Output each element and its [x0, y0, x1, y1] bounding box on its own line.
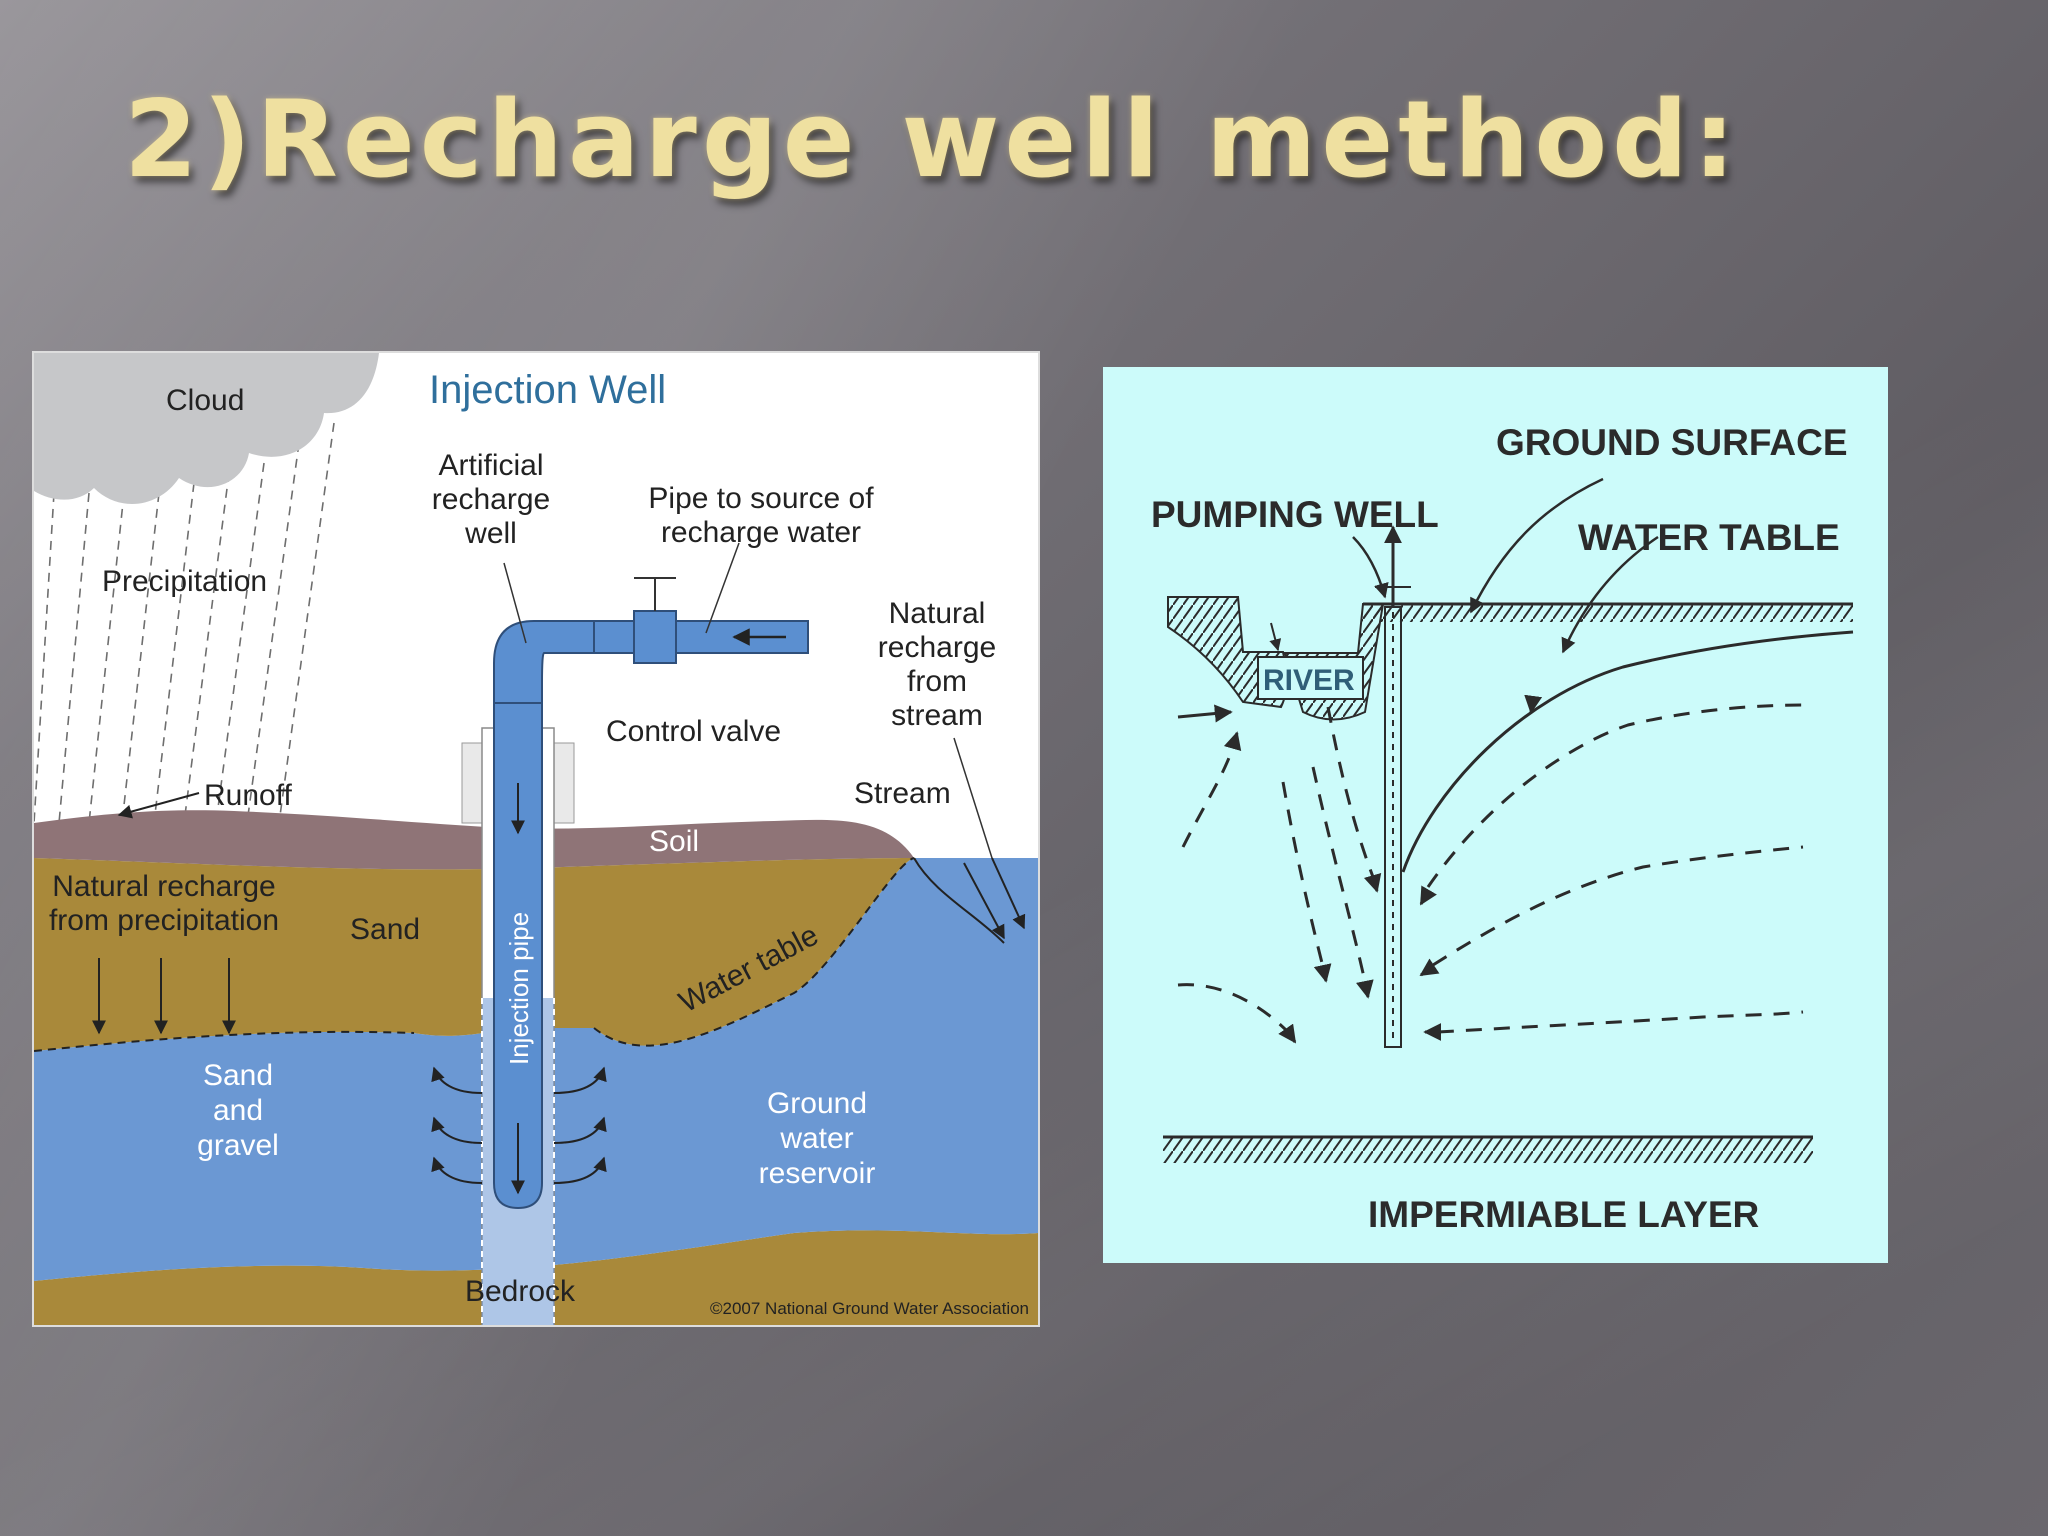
flow-arrowheads — [1177, 694, 1543, 1044]
pumping-well — [1375, 525, 1411, 1048]
injection-well-svg: Injection Well Cloud Precipitation Runof… — [34, 353, 1038, 1325]
label-natural-stream-2: recharge — [878, 631, 996, 664]
copyright-note: ©2007 National Ground Water Association — [710, 1299, 1029, 1318]
diagram-title: Injection Well — [429, 368, 666, 412]
label-sand: Sand — [350, 913, 420, 946]
runoff-arrow — [117, 792, 200, 819]
outflow-arrows — [431, 1066, 607, 1184]
label-pipe-source-1: Pipe to source of — [648, 482, 874, 515]
impermeable-layer — [1163, 1135, 1813, 1163]
water-table-curve — [1401, 630, 1854, 873]
flow-lines — [1177, 703, 1804, 1034]
label-natural-stream-4: stream — [891, 699, 983, 732]
label-natural-stream-1: Natural — [889, 597, 986, 630]
river — [1257, 622, 1364, 700]
soil-layer — [34, 810, 914, 870]
cloud-shape — [34, 353, 379, 505]
label-injection-pipe: Injection pipe — [504, 912, 534, 1065]
label-water-table: WATER TABLE — [1578, 517, 1840, 558]
label-sand-gravel-2: and — [213, 1094, 263, 1127]
label-sand-gravel-1: Sand — [203, 1059, 273, 1092]
pumping-well-diagram: RIVER — [1103, 367, 1888, 1263]
label-ground-water-3: reservoir — [759, 1157, 876, 1190]
leader-lines — [503, 542, 993, 859]
label-leaders — [1352, 477, 1659, 654]
stream-arrows — [913, 857, 1026, 944]
label-natural-precip-1: Natural recharge — [52, 870, 275, 903]
water-table-line — [34, 857, 915, 1052]
label-pipe-source-2: recharge water — [661, 516, 861, 549]
injection-well-diagram: Injection Well Cloud Precipitation Runof… — [32, 351, 1040, 1327]
label-pumping-well: PUMPING WELL — [1151, 494, 1439, 535]
label-impermeable-layer: IMPERMIABLE LAYER — [1368, 1194, 1759, 1235]
label-precipitation: Precipitation — [102, 565, 267, 598]
pumping-well-svg: RIVER — [1151, 422, 1854, 1235]
sand-layer — [34, 858, 914, 1051]
rain-lines — [34, 422, 335, 824]
label-natural-stream-3: from — [907, 665, 967, 698]
label-artificial-2: recharge — [432, 483, 550, 516]
label-river: RIVER — [1263, 664, 1355, 697]
label-cloud: Cloud — [166, 384, 244, 417]
label-ground-water-2: water — [779, 1122, 853, 1155]
label-stream: Stream — [854, 777, 951, 810]
label-ground-water-1: Ground — [767, 1087, 867, 1120]
label-natural-precip-2: from precipitation — [49, 904, 279, 937]
injection-well-structure — [461, 577, 809, 1325]
label-bedrock: Bedrock — [465, 1275, 576, 1308]
label-runoff: Runoff — [204, 779, 293, 812]
slide-title: 2)Recharge well method: — [124, 78, 1741, 201]
precip-arrows — [92, 958, 236, 1035]
label-soil: Soil — [649, 825, 699, 858]
label-artificial-1: Artificial — [438, 449, 543, 482]
label-ground-surface: GROUND SURFACE — [1496, 422, 1848, 463]
label-control-valve: Control valve — [606, 715, 781, 748]
label-sand-gravel-3: gravel — [197, 1129, 279, 1162]
label-artificial-3: well — [464, 517, 517, 550]
